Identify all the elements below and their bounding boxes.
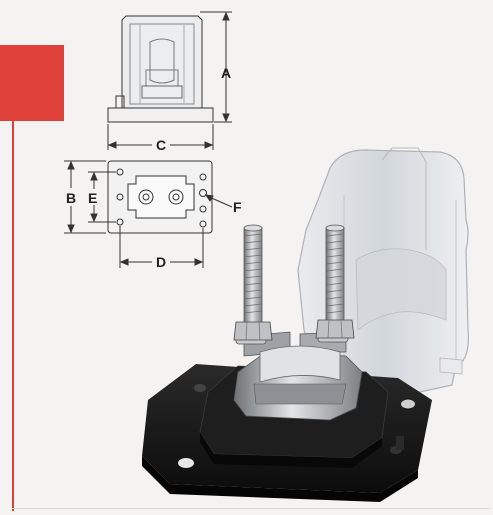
dimension-e-line: [88, 171, 116, 223]
threaded-stud-left: [243, 224, 263, 329]
plan-view-drawing: [107, 160, 213, 234]
dimension-a-line: [200, 11, 232, 123]
bottom-rule: [12, 508, 490, 509]
dimension-c-line: [107, 124, 214, 150]
threaded-stud-right: [325, 224, 345, 327]
front-elevation-drawing: [107, 15, 214, 123]
dimension-d-label: D: [156, 254, 166, 270]
dimension-d-line: [119, 226, 204, 268]
dimension-b-line: [64, 160, 106, 234]
metal-bus-clamp: [233, 323, 363, 421]
dimension-f-leader: [204, 194, 233, 208]
dimension-c-label: C: [156, 137, 166, 153]
dimension-e-label: E: [88, 190, 97, 206]
dimension-b-label: B: [66, 190, 76, 206]
dimension-a-label: A: [221, 65, 231, 81]
accent-line: [12, 121, 14, 511]
hex-nut-left: [233, 321, 273, 341]
accent-block: [0, 45, 64, 121]
hex-nut-right: [315, 319, 355, 339]
dimension-f-label: F: [233, 199, 242, 215]
